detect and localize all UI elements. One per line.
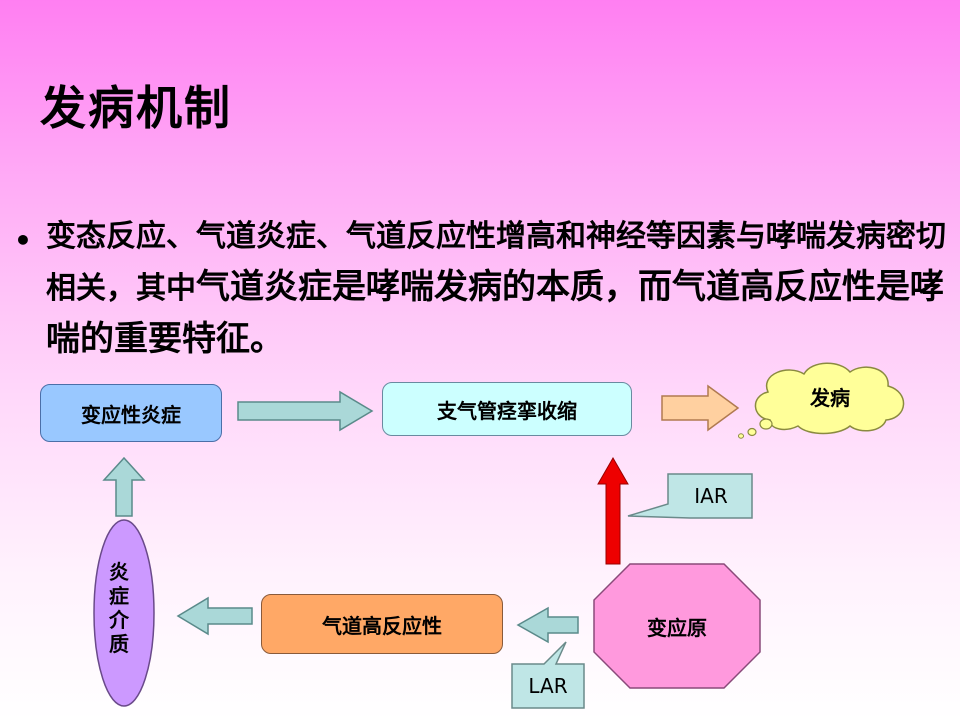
bullet-marker: • [14,224,32,257]
inflammation-box: 变应性炎症 [40,384,222,442]
lar-label: LAR [528,674,568,698]
iar-label: IAR [694,484,728,508]
slide-title: 发病机制 [40,81,232,135]
bullet-text-part2: 气道炎症是哮喘发病的本质，而气道高反应性是哮喘的重要特征。 [46,267,944,359]
mediator-ellipse [93,519,155,707]
arrow-hyperreactivity-to-mediator [176,596,253,636]
arrow-allergen-to-hyperreactivity [516,606,579,644]
mediator-label: 炎症介质 [109,560,129,656]
iar-callout-shape [627,473,753,519]
allergen-label: 变应原 [647,615,707,640]
onset-label: 发病 [810,385,850,410]
bullet-text-part1: 变态反应、气道炎症、气道反应性增高和神经等因素与哮喘发病密切相关，其中 [46,219,946,306]
arrow-mediator-to-inflammation [102,456,146,517]
arrow-inflammation-to-spasm [237,390,374,432]
lar-callout-shape [511,641,585,709]
hyperreactivity-box: 气道高反应性 [261,594,503,654]
onset-cloud [738,362,905,439]
spasm-box: 支气管痉挛收缩 [382,382,632,436]
allergen-octagon [593,563,761,689]
bullet-paragraph: 变态反应、气道炎症、气道反应性增高和神经等因素与哮喘发病密切相关，其中气道炎症是… [46,212,946,366]
arrow-allergen-to-spasm-red [597,456,629,565]
arrow-spasm-to-onset [661,384,740,432]
